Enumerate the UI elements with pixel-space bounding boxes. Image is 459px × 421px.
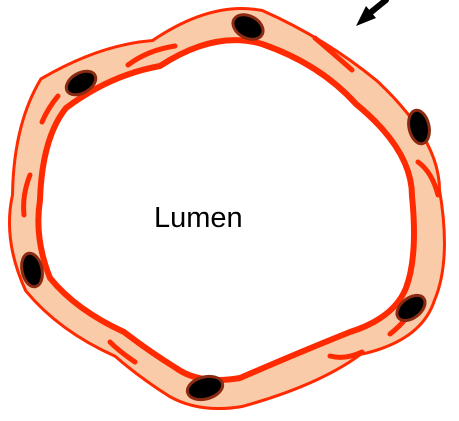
pointer-arrow [356,0,386,26]
lumen-label: Lumen [154,202,243,234]
arrow-shaft [370,0,386,13]
